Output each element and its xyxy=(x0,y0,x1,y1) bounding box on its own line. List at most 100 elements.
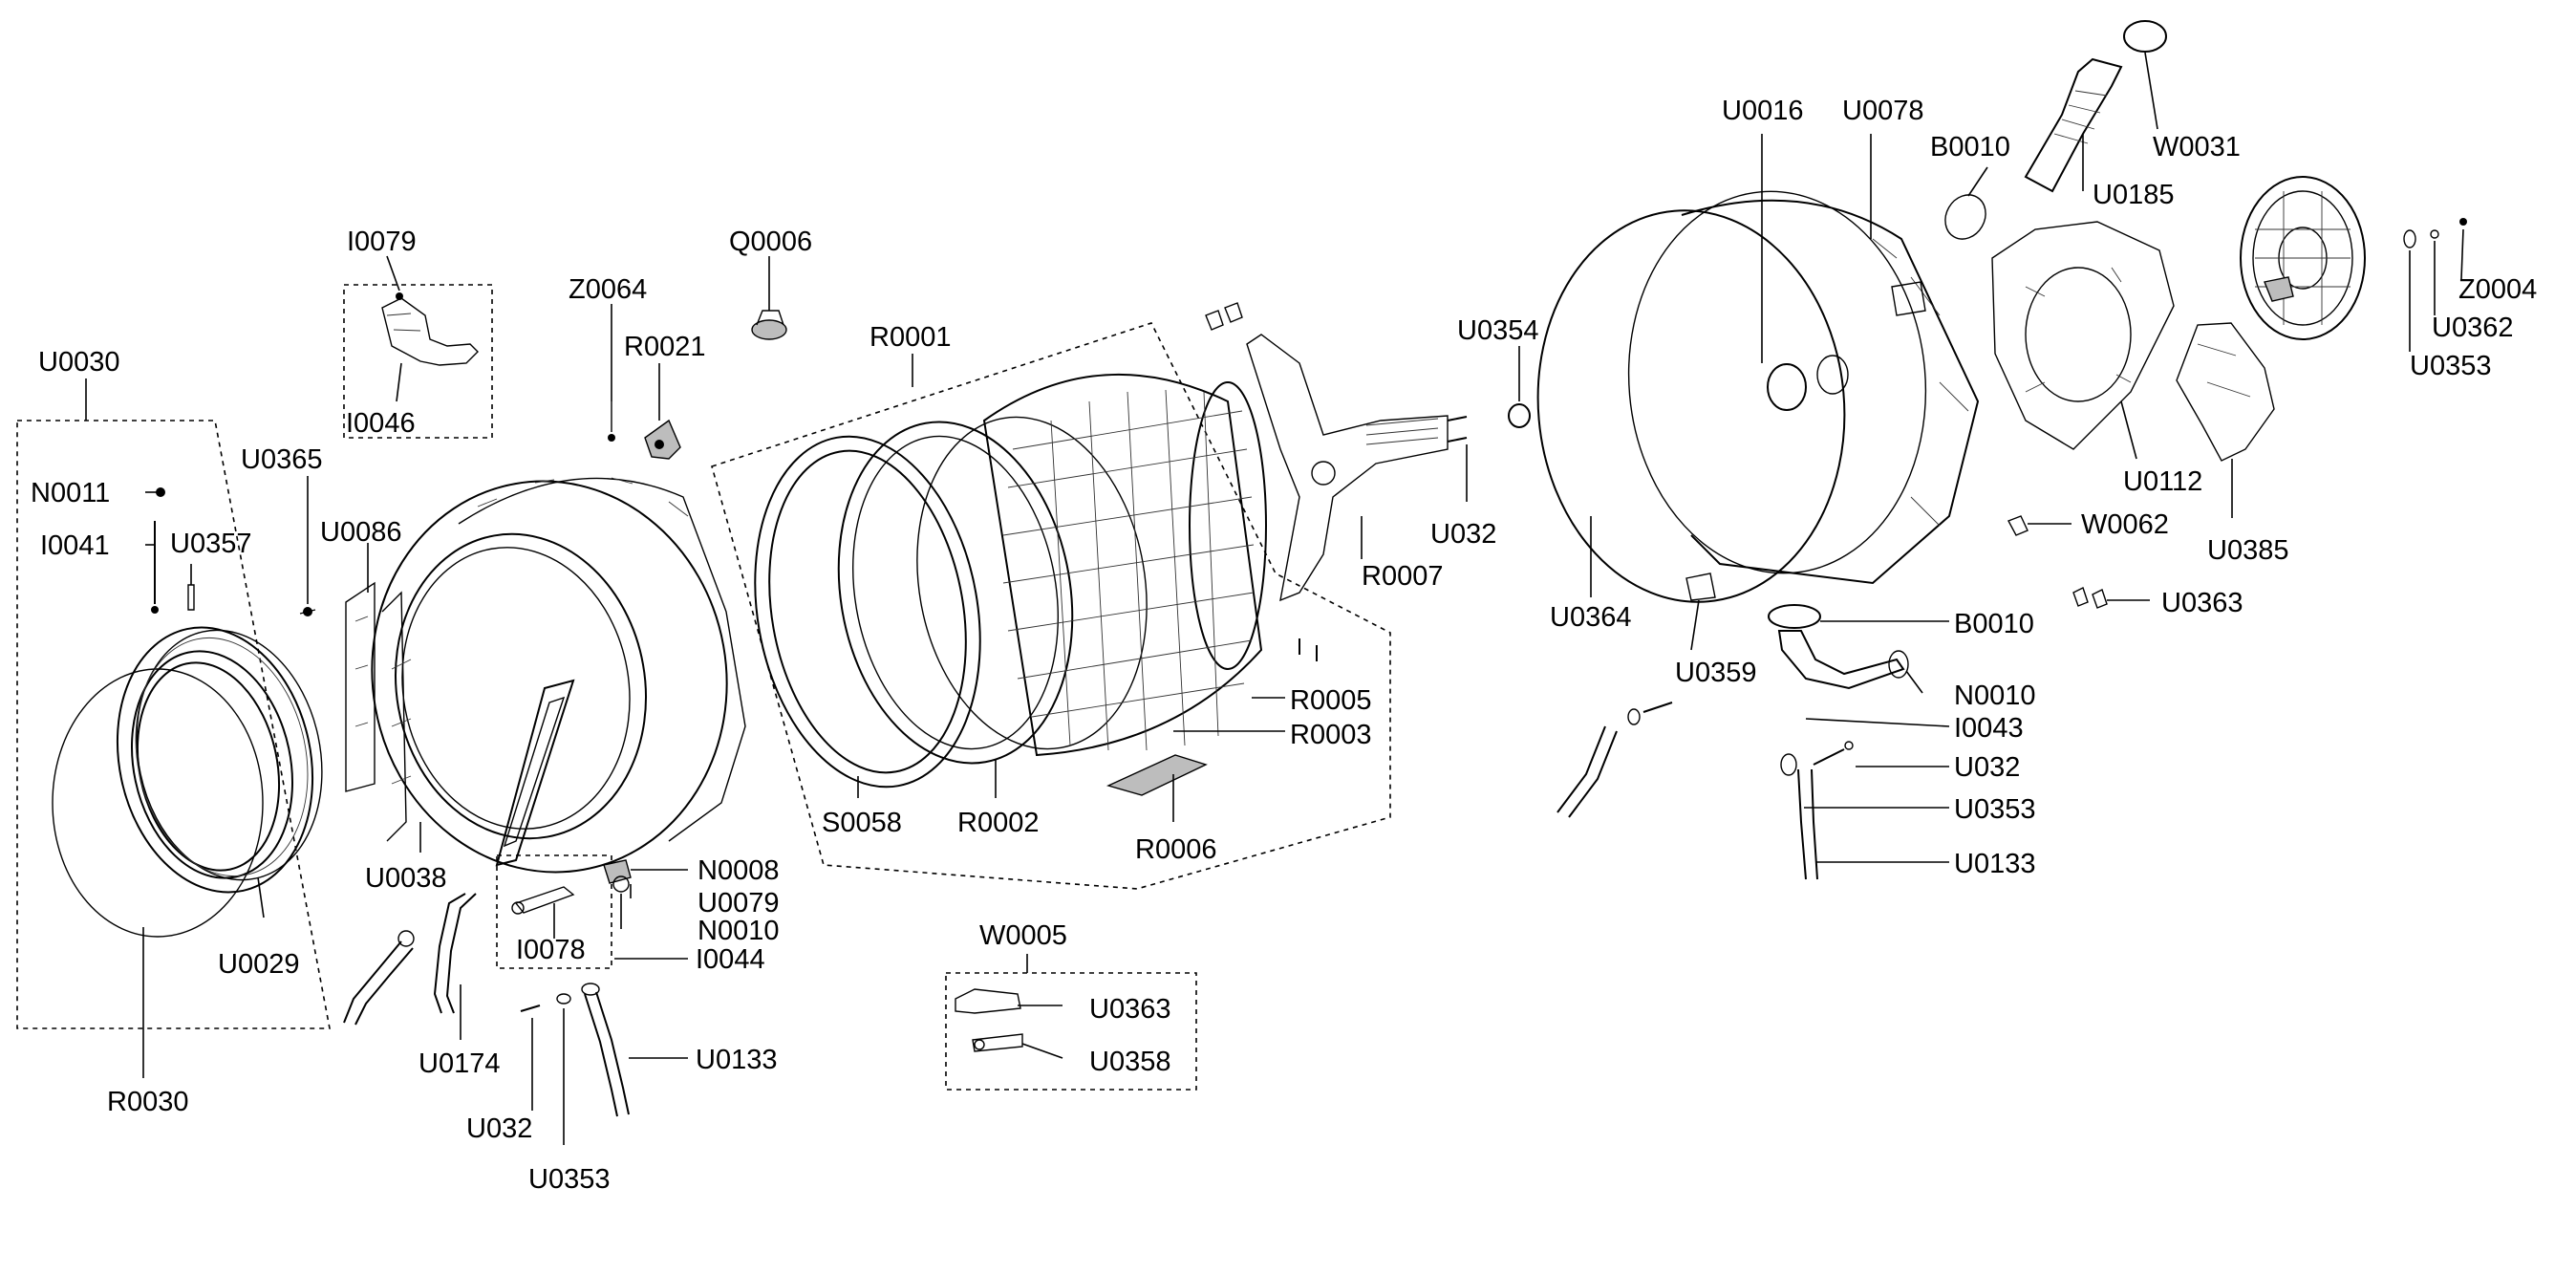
rear-tub-assembly xyxy=(1508,20,2467,880)
label-u0359: U0359 xyxy=(1675,658,1756,688)
i0078-part xyxy=(511,886,575,915)
label-i0079: I0079 xyxy=(347,227,417,257)
label-u0030: U0030 xyxy=(38,347,119,378)
heater-assembly xyxy=(955,988,1023,1052)
front-damper-u0133 xyxy=(581,983,630,1117)
label-u032-a: U032 xyxy=(466,1113,532,1144)
front-tub-cover xyxy=(371,477,746,874)
label-u0016: U0016 xyxy=(1722,96,1803,126)
door-frame xyxy=(116,626,323,894)
label-n0010-b: N0010 xyxy=(1954,681,2035,711)
motor-stator xyxy=(2240,176,2366,340)
drain-hose-u0174 xyxy=(433,893,477,1014)
u0365-screw xyxy=(299,607,316,616)
n0008-n0010-connector xyxy=(603,859,632,893)
door-glass-ring xyxy=(52,668,264,938)
label-z0064: Z0064 xyxy=(569,274,647,305)
label-i0044: I0044 xyxy=(696,944,765,975)
label-r0021: R0021 xyxy=(624,332,705,362)
label-u032-c: U032 xyxy=(1954,752,2020,783)
i0044-group-boundary xyxy=(496,854,612,969)
w0031-clamp xyxy=(2123,20,2167,53)
label-u0358: U0358 xyxy=(1089,1047,1170,1077)
z0004-screw-right xyxy=(2459,218,2467,226)
s0058-gasket xyxy=(754,435,981,789)
i0079-hose-detail xyxy=(381,292,479,366)
u0354-ring xyxy=(1508,403,1531,428)
label-u0363-a: U0363 xyxy=(1089,994,1170,1025)
u0038-hinge-arm xyxy=(495,679,575,867)
label-u0353-b: U0353 xyxy=(1954,794,2035,825)
right-damper-u0133 xyxy=(1780,753,1818,880)
n0011-screw xyxy=(156,487,165,497)
u0359-valve xyxy=(1685,573,1716,601)
door-assembly xyxy=(52,487,323,938)
leader-lines xyxy=(85,52,2464,1145)
u0353-washer xyxy=(556,993,571,1005)
label-i0041: I0041 xyxy=(40,530,110,561)
left-damper xyxy=(343,930,415,1026)
r0003-drum xyxy=(916,373,1267,757)
label-u0112: U0112 xyxy=(2123,466,2202,497)
label-u0174: U0174 xyxy=(419,1048,500,1079)
label-n0008: N0008 xyxy=(698,855,779,886)
r0007-spider xyxy=(1205,302,1449,602)
label-u0385: U0385 xyxy=(2207,535,2288,566)
r0002-ring xyxy=(837,421,1074,765)
label-u0354: U0354 xyxy=(1457,315,1538,346)
label-s0058: S0058 xyxy=(822,808,902,838)
label-n0011: N0011 xyxy=(31,478,110,508)
label-u0185: U0185 xyxy=(2093,180,2174,210)
i0041-rod xyxy=(151,521,159,614)
label-i0046: I0046 xyxy=(346,408,416,439)
label-r0030: R0030 xyxy=(107,1087,188,1117)
label-w0005: W0005 xyxy=(979,920,1067,951)
i0079-group-boundary xyxy=(343,284,493,439)
label-u0038: U0038 xyxy=(365,863,446,894)
z0064-screw xyxy=(608,401,615,442)
label-u0363-b: U0363 xyxy=(2161,588,2243,618)
label-r0007: R0007 xyxy=(1362,561,1443,592)
group-boundaries xyxy=(16,284,1391,1091)
w0062-part xyxy=(2007,515,2029,536)
label-u032-b: U032 xyxy=(1430,519,1496,550)
front-tub-assembly xyxy=(343,292,787,1117)
label-i0078: I0078 xyxy=(516,935,586,965)
door-group-boundary xyxy=(16,420,331,1029)
u0364-tub-gasket xyxy=(1536,209,1846,603)
label-r0006: R0006 xyxy=(1135,834,1216,865)
label-u0133-a: U0133 xyxy=(696,1045,777,1075)
label-r0001: R0001 xyxy=(869,322,951,353)
label-r0003: R0003 xyxy=(1290,720,1371,750)
u0363-clips xyxy=(2072,587,2108,609)
drum-assembly xyxy=(754,302,1468,796)
label-u0086: U0086 xyxy=(320,517,401,548)
label-q0006: Q0006 xyxy=(729,227,812,257)
label-i0043: I0043 xyxy=(1954,713,2024,744)
u0086-hinge-plate xyxy=(345,581,376,792)
label-z0004: Z0004 xyxy=(2458,274,2537,305)
i0043-hose xyxy=(1777,630,1905,690)
label-b0010-a: B0010 xyxy=(1930,132,2010,162)
n0010-clamp-right xyxy=(1888,650,1909,679)
label-u0364: U0364 xyxy=(1550,602,1631,633)
r0021-tab xyxy=(644,419,681,460)
w0005-group-boundary xyxy=(945,972,1197,1091)
label-u0029: U0029 xyxy=(218,949,299,980)
label-u0133-b: U0133 xyxy=(1954,849,2035,879)
u032-bolts-spider xyxy=(1447,416,1468,443)
u0362-bolt-right xyxy=(2430,229,2439,239)
label-w0031: W0031 xyxy=(2153,132,2241,162)
u0357-pin xyxy=(187,584,195,611)
label-u0079: U0079 xyxy=(698,888,779,918)
r0005-bolts xyxy=(1299,638,1318,661)
r0006-lifter xyxy=(1106,754,1208,796)
label-r0002: R0002 xyxy=(957,808,1039,838)
label-u0362: U0362 xyxy=(2432,313,2513,343)
label-r0005: R0005 xyxy=(1290,685,1371,716)
u0385-cover xyxy=(2176,322,2275,462)
u032-bolt xyxy=(520,1005,541,1012)
b0010-clamp-hose xyxy=(1768,604,1821,629)
u0112-rear-bracket xyxy=(1991,221,2175,450)
